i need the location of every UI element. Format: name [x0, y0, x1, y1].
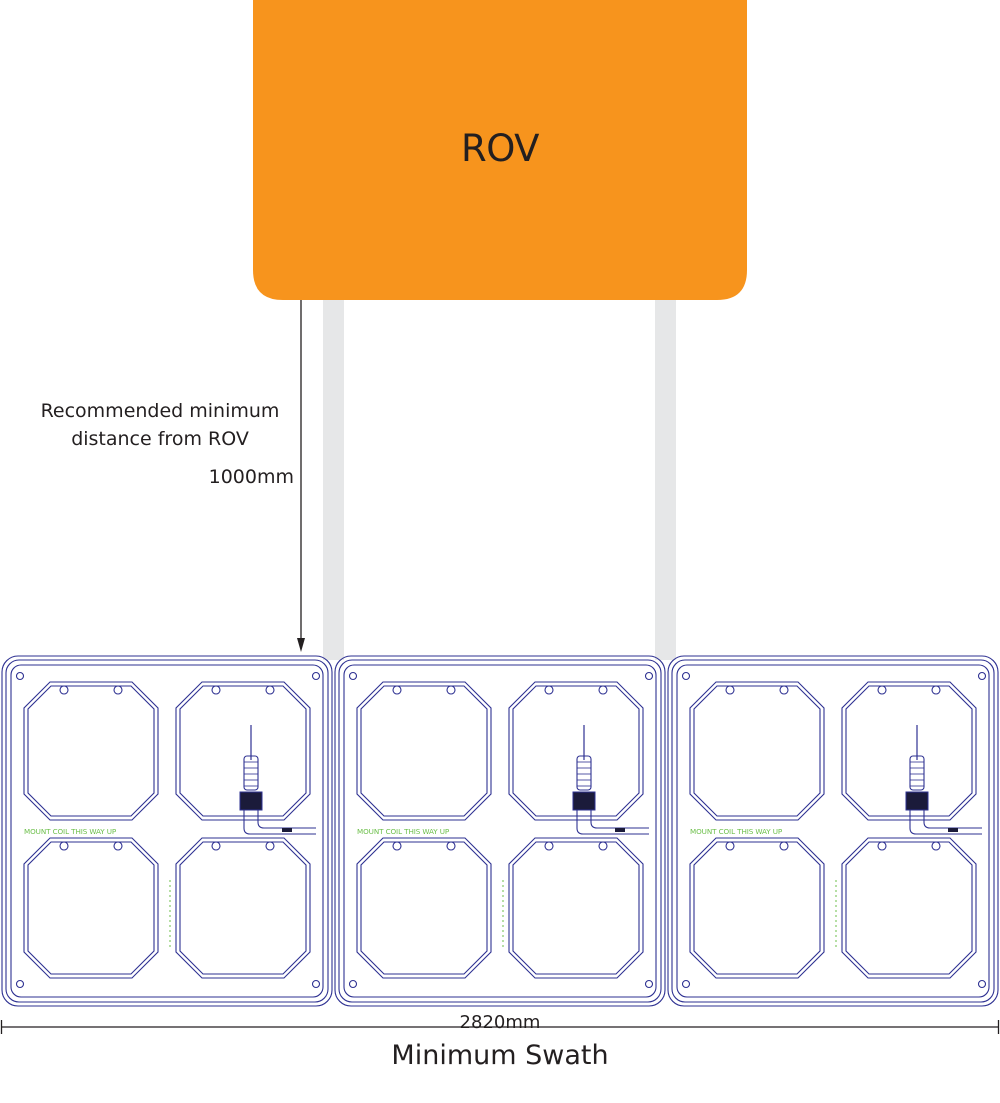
rov-body [253, 0, 747, 300]
swath-dimension: 2820mm [459, 1012, 541, 1033]
coil-1-mount-label: MOUNT COIL THIS WAY UP [24, 827, 117, 836]
swath-title: Minimum Swath [391, 1040, 609, 1071]
coil-panel-1 [1, 655, 333, 1007]
coil-2-mount-label: MOUNT COIL THIS WAY UP [357, 827, 450, 836]
coil-panel-2 [334, 655, 666, 1007]
swath-dimension-line [0, 1020, 1000, 1034]
support-pole-left [323, 300, 344, 660]
coil-panel-3 [667, 655, 999, 1007]
distance-arrow [297, 300, 305, 652]
coil-3-mount-label: MOUNT COIL THIS WAY UP [690, 827, 783, 836]
distance-value: 1000mm [208, 466, 294, 488]
distance-label-line2: distance from ROV [71, 428, 249, 450]
coil-array [1, 655, 999, 1007]
distance-label-line1: Recommended minimum [40, 400, 280, 422]
rov-label: ROV [461, 127, 540, 170]
support-pole-right [655, 300, 676, 660]
